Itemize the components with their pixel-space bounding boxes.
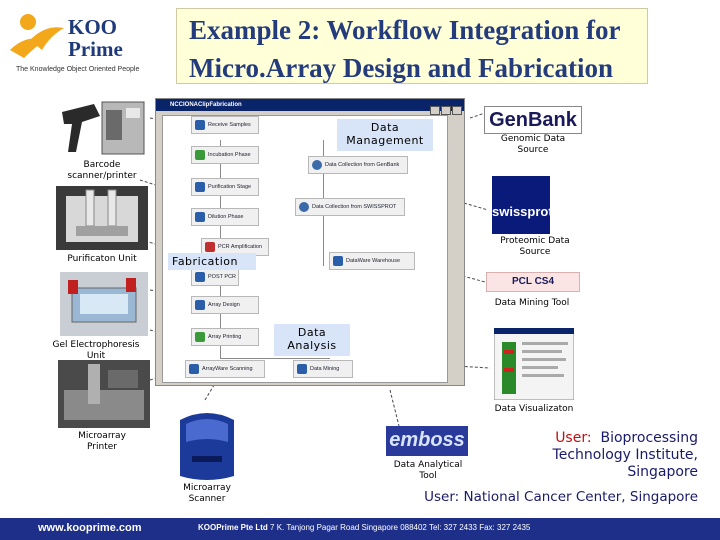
- process-icon: [195, 212, 205, 222]
- process-icon: [195, 300, 205, 310]
- label-genomic-data-source: Genomic Data Source: [500, 134, 566, 155]
- window-controls: [429, 100, 462, 119]
- workflow-titlebar: NCCIONAClipFabrication: [156, 99, 464, 111]
- tube-icon: [205, 242, 215, 252]
- barcode-scanner-printer-image: [62, 101, 145, 155]
- label-data-mining-tool: Data Mining Tool: [494, 298, 570, 308]
- step-array-printing[interactable]: Array Printing: [191, 328, 259, 346]
- step-dataware-warehouse[interactable]: DataWare Warehouse: [329, 252, 415, 270]
- pcl-cs4-logo: PCL CS4: [486, 272, 580, 292]
- label-barcode-scanner: Barcode scanner/printer: [67, 160, 137, 181]
- step-incubation[interactable]: Incubation Phase: [191, 146, 259, 164]
- close-button[interactable]: [452, 106, 462, 115]
- logo-brand: KOO Prime: [68, 15, 123, 61]
- step-data-mining[interactable]: Data Mining: [293, 360, 353, 378]
- footer-address: KOOPrime Pte Ltd 7 K. Tanjong Pagar Road…: [198, 523, 531, 532]
- logo-tagline: The Knowledge Object Oriented People: [16, 66, 140, 73]
- scanner-icon: [189, 364, 199, 374]
- step-post-pcr[interactable]: POST PCR: [191, 268, 239, 286]
- data-visualization-image: [494, 328, 574, 400]
- label-purification-unit: Purificaton Unit: [67, 254, 137, 264]
- label-microarray-printer: Microarray Printer: [78, 431, 126, 452]
- maximize-button[interactable]: [441, 106, 451, 115]
- label-data-visualization: Data Visualizaton: [494, 404, 574, 414]
- globe-icon: [312, 160, 322, 170]
- title-line-1: Example 2: Workflow Integration for: [189, 15, 621, 45]
- purification-unit-image: [56, 186, 148, 250]
- label-gel-electrophoresis: Gel Electrophoresis Unit: [52, 340, 140, 361]
- footer-url-link[interactable]: www.kooprime.com: [38, 522, 142, 534]
- step-data-collection-genbank[interactable]: Data Collection from GenBank: [308, 156, 408, 174]
- emboss-logo: emboss: [386, 426, 468, 456]
- microarray-scanner-image: [180, 413, 234, 480]
- slide-title: Example 2: Workflow Integration for Micr…: [176, 8, 648, 84]
- database-icon: [333, 256, 343, 266]
- step-receive-samples[interactable]: Receive Samples: [191, 116, 259, 134]
- step-dilution[interactable]: Dilution Phase: [191, 208, 259, 226]
- callout-data-management: Data Management: [337, 119, 433, 151]
- microarray-printer-image: [58, 360, 150, 428]
- callout-fabrication: Fabrication: [168, 253, 256, 270]
- footer-bar: www.kooprime.com KOOPrime Pte Ltd 7 K. T…: [0, 518, 720, 540]
- printer-icon: [195, 332, 205, 342]
- kooprime-logo: KOO Prime The Knowledge Object Oriented …: [6, 10, 156, 78]
- user-national-cancer-center: User: National Cancer Center, Singapore: [424, 489, 698, 505]
- step-data-collection-swissprot[interactable]: Data Collection from SWISSPROT: [295, 198, 405, 216]
- process-icon: [195, 182, 205, 192]
- gel-electrophoresis-image: [60, 272, 148, 336]
- title-line-2: Micro.Array Design and Fabrication: [189, 53, 613, 83]
- flask-icon: [195, 150, 205, 160]
- globe-icon: [299, 202, 309, 212]
- mining-icon: [297, 364, 307, 374]
- user-bioprocessing: User: Bioprocessing Technology Institute…: [552, 430, 698, 480]
- process-icon: [195, 272, 205, 282]
- step-purification[interactable]: Purification Stage: [191, 178, 259, 196]
- process-icon: [195, 120, 205, 130]
- step-array-design[interactable]: Array Design: [191, 296, 259, 314]
- label-microarray-scanner: Microarray Scanner: [183, 483, 231, 504]
- step-arrayware-scanning[interactable]: ArrayWare Scanning: [185, 360, 265, 378]
- minimize-button[interactable]: [430, 106, 440, 115]
- callout-data-analysis: Data Analysis: [274, 324, 350, 356]
- genbank-logo: GenBank: [484, 106, 582, 134]
- swissprot-logo: swissprot: [492, 176, 553, 234]
- label-proteomic-data-source: Proteomic Data Source: [500, 236, 570, 257]
- label-data-analytical-tool: Data Analytical Tool: [393, 460, 463, 481]
- logo-mark-icon: [10, 14, 64, 58]
